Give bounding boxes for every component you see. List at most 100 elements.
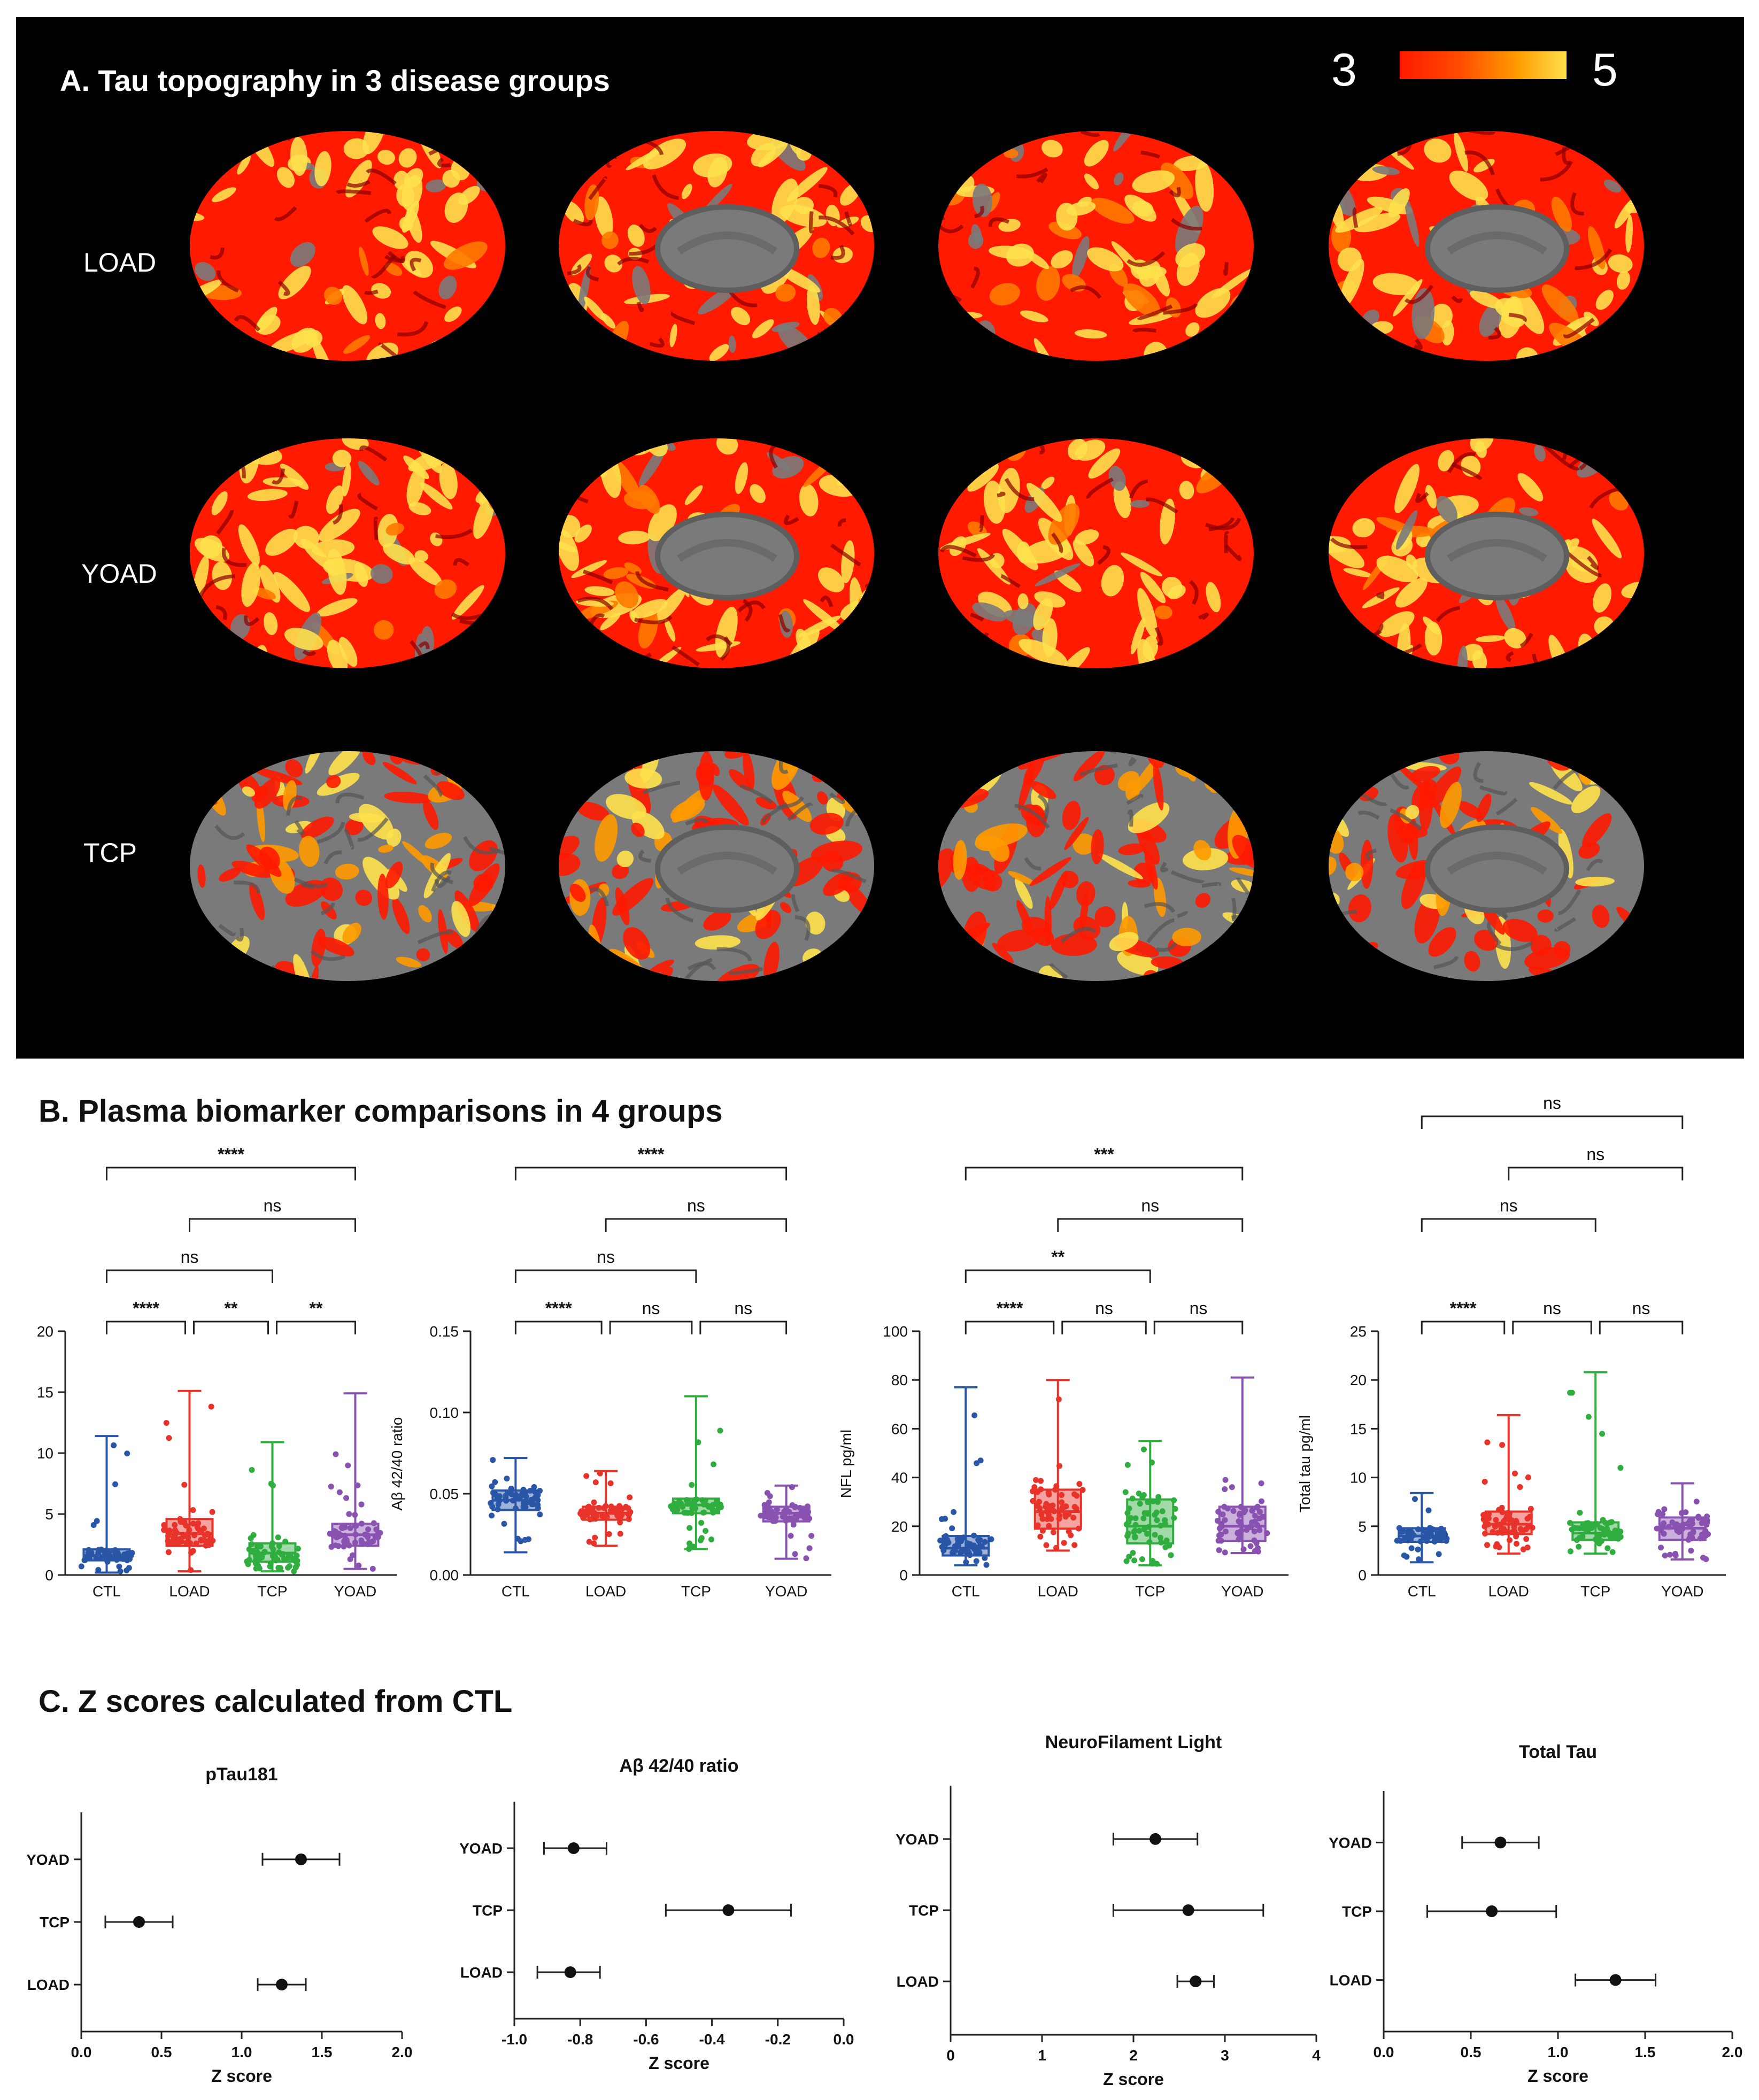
data-point [689, 1482, 695, 1488]
significance-label: ns [264, 1196, 282, 1215]
data-point [1567, 1519, 1573, 1526]
brain-uptake-patch [1504, 628, 1526, 648]
data-point [1401, 1552, 1407, 1558]
brain-sulcus [215, 605, 227, 621]
y-tick-label: 25 [1350, 1323, 1367, 1340]
data-point [1061, 1540, 1067, 1546]
data-point [1673, 1521, 1680, 1527]
brain-uptake-patch [713, 784, 749, 826]
data-point [1162, 1517, 1168, 1523]
brain-uptake-patch [1041, 140, 1063, 158]
brain-uptake-patch [1229, 867, 1254, 878]
x-tick-label: 2.0 [392, 2044, 413, 2060]
brain-uptake-patch [654, 587, 686, 624]
brain-uptake-patch [775, 283, 796, 302]
brain-sulcus [1024, 857, 1041, 870]
data-point [684, 1498, 690, 1504]
data-point [535, 1505, 541, 1511]
box-yoad [327, 1392, 383, 1572]
data-point [1253, 1540, 1260, 1546]
brain-sulcus [1479, 785, 1507, 796]
x-tick-label: -0.4 [699, 2031, 725, 2048]
brain-sulcus [637, 302, 644, 313]
brain-uptake-patch [1495, 595, 1516, 632]
data-point [112, 1481, 119, 1487]
brain-uptake-patch [576, 801, 610, 821]
bracket-line [514, 1321, 603, 1334]
brain-uptake-patch [1551, 196, 1572, 232]
brain-sulcus [1223, 262, 1229, 276]
brain-uptake-patch [696, 762, 715, 786]
data-point [700, 1501, 707, 1508]
brain-uptake-patch [1079, 890, 1089, 936]
data-point [352, 1511, 358, 1518]
brain-uptake-patch [1517, 473, 1544, 501]
data-point [976, 1538, 982, 1545]
data-point [183, 1532, 190, 1539]
data-point [1059, 1504, 1066, 1510]
brain-sulcus [1570, 192, 1584, 215]
data-point [347, 1525, 353, 1531]
data-point [1168, 1552, 1174, 1558]
brain-uptake-patch [571, 560, 607, 578]
data-point [245, 1561, 251, 1568]
data-point [165, 1549, 172, 1555]
data-point [793, 1515, 800, 1522]
data-point [514, 1535, 521, 1542]
bracket-line [1512, 1321, 1592, 1334]
x-tick-label: YOAD [1661, 1583, 1703, 1600]
y-tick-label: YOAD [1329, 1834, 1372, 1851]
data-point [513, 1505, 519, 1511]
row-label-load: LOAD [83, 248, 156, 277]
brain-uptake-patch [1470, 290, 1503, 309]
data-point [1152, 1511, 1158, 1518]
data-point [1425, 1529, 1432, 1535]
data-point [124, 1557, 130, 1563]
data-point [596, 1504, 602, 1511]
brain-uptake-patch [247, 489, 288, 501]
data-point [354, 1482, 361, 1488]
data-point [1260, 1514, 1266, 1520]
brain-sulcus [1404, 284, 1434, 304]
data-point [1059, 1499, 1065, 1505]
brain-sulcus [585, 266, 599, 282]
brain-sulcus [1155, 941, 1178, 952]
data-point [583, 1473, 590, 1479]
data-point [1408, 1537, 1414, 1543]
brain-uptake-patch [616, 850, 634, 868]
point-estimate [1190, 1975, 1202, 1988]
data-point [983, 1562, 990, 1568]
data-point [1139, 1556, 1145, 1563]
brain-uptake-patch [1008, 871, 1036, 885]
brain-uptake-patch [612, 878, 654, 916]
data-point [966, 1549, 972, 1556]
brain-sulcus [1509, 313, 1527, 322]
brain-uptake-patch [285, 759, 303, 778]
data-point [161, 1527, 167, 1533]
brain-ventricle [1447, 852, 1547, 875]
y-tick-label: 20 [37, 1323, 53, 1340]
brain-uptake-patch [326, 775, 341, 789]
significance-label: ns [1500, 1196, 1518, 1215]
data-point [282, 1538, 289, 1545]
data-point [165, 1533, 171, 1539]
data-point [1137, 1501, 1143, 1507]
brain-uptake-patch [1101, 565, 1124, 597]
brain-uptake-patch [242, 786, 256, 797]
brain-uptake-patch [614, 581, 639, 608]
brain-uptake-patch [631, 811, 665, 840]
data-point [1144, 1510, 1151, 1517]
brain-sulcus [373, 516, 379, 541]
brain-uptake-patch [1175, 205, 1203, 256]
data-point [246, 1546, 252, 1553]
x-tick-label: 1.5 [1635, 2044, 1656, 2060]
x-tick-label: 0.5 [1461, 2044, 1482, 2060]
x-tick-label: 0.0 [1374, 2044, 1394, 2060]
brain-uptake-patch [444, 241, 488, 270]
brain-uptake-patch [559, 853, 581, 876]
significance-bracket: ns [1421, 1093, 1684, 1129]
y-tick-label: 20 [891, 1518, 908, 1535]
brain-sulcus [1495, 798, 1518, 816]
data-point [1683, 1509, 1689, 1516]
